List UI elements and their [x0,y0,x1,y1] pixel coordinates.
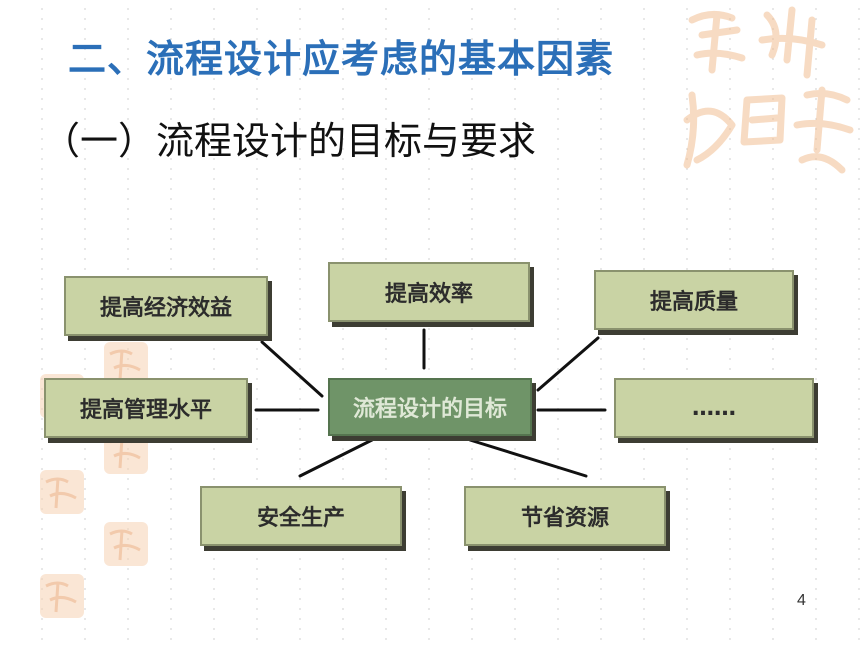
node-center-goal: 流程设计的目标 [328,378,532,436]
page-number: 4 [797,592,806,609]
seal-watermark [683,6,854,174]
seal-small-icon [40,574,84,618]
node-management: 提高管理水平 [44,378,248,438]
connector-resources [468,438,588,478]
node-efficiency: 提高效率 [328,262,530,322]
seal-small-icon [40,470,84,514]
connector-quality [536,336,600,392]
slide-title: 二、流程设计应考虑的基本因素 [68,37,615,81]
node-resources: 节省资源 [464,486,666,546]
seal-small-icon [104,430,148,474]
node-quality: 提高质量 [594,270,794,330]
connector-safety [298,438,374,478]
seal-small-icon [104,342,148,386]
slide-subtitle: （一）流程设计的目标与要求 [42,119,537,163]
connector-benefit [260,340,324,398]
seal-small-icon [104,522,148,566]
node-more: …… [614,378,814,438]
node-benefit: 提高经济效益 [64,276,268,336]
node-safety: 安全生产 [200,486,402,546]
